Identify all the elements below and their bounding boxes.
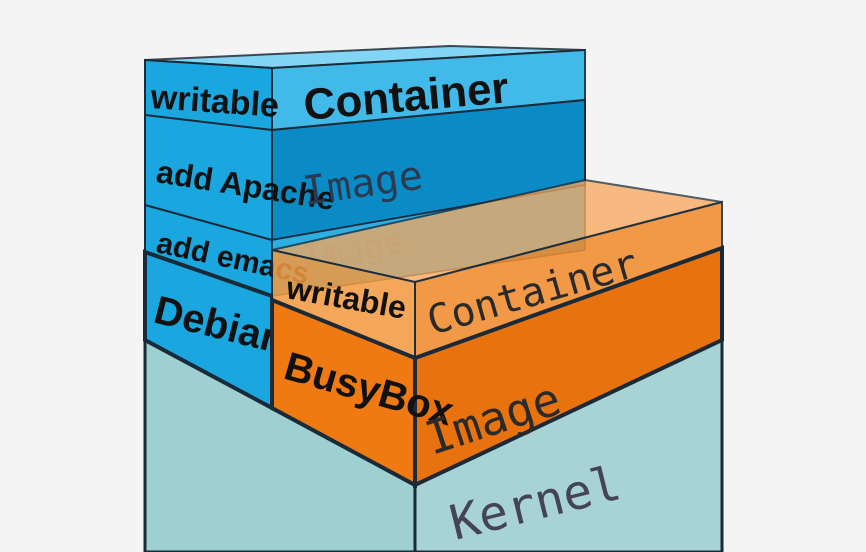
blue-image-stack: writable add Apache add emacs Debian Con… — [143, 44, 586, 412]
kernel-layer: Kernel — [143, 335, 724, 552]
blue-layer-0-side-label: writable — [148, 78, 280, 125]
orange-image-front — [413, 245, 724, 489]
orange-image-stack: writable BusyBox Container Image — [270, 178, 724, 489]
